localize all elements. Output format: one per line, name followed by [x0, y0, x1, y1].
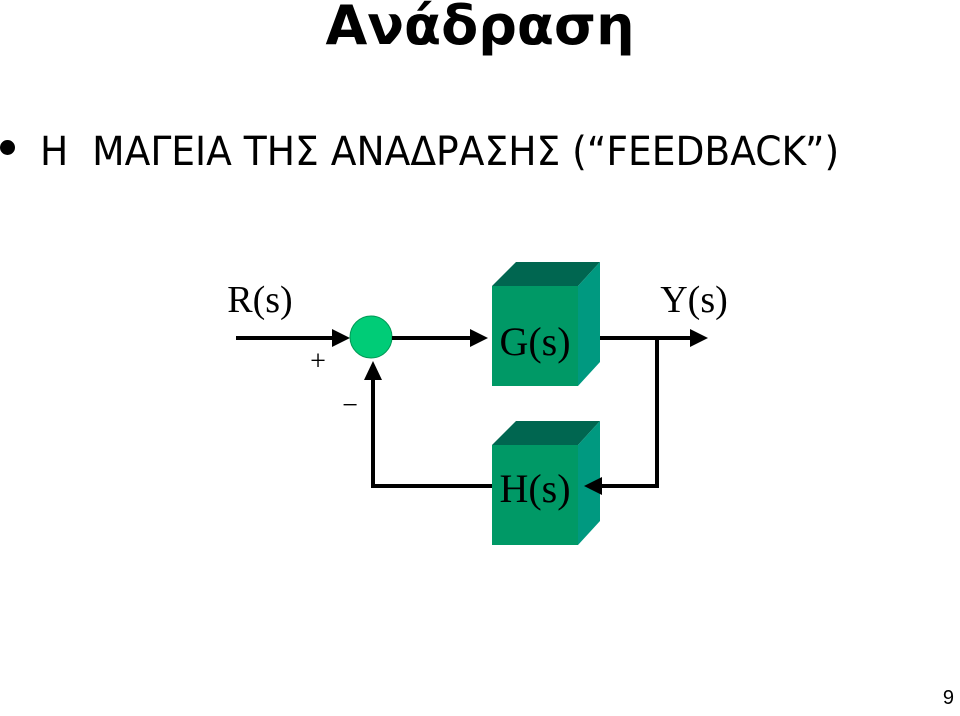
output-arrowhead — [690, 329, 708, 347]
feedback-return-line — [371, 380, 492, 488]
forward-block-label: G(s) — [499, 319, 570, 364]
input-arrowhead — [332, 329, 350, 347]
minus-sign: − — [342, 390, 358, 421]
feedback-return-arrowhead — [364, 361, 382, 380]
feedback-block: H(s) — [492, 421, 600, 545]
forward-block-top — [492, 262, 600, 286]
feedback-block-side — [578, 421, 600, 545]
forward-block: G(s) — [492, 262, 600, 386]
forward-block-front — [492, 286, 578, 386]
forward-block-side — [578, 262, 600, 386]
feedback-block-front — [492, 445, 578, 545]
feedback-block-label: H(s) — [499, 466, 570, 511]
bullet-icon — [0, 140, 15, 155]
slide-title: Ανάδραση — [325, 0, 635, 57]
error-arrowhead — [470, 329, 488, 347]
output-label: Y(s) — [660, 279, 728, 321]
page-number: 9 — [942, 687, 954, 709]
feedback-branch-line — [602, 338, 659, 488]
bullet-item: H ΜΑΓΕΙΑ ΤΗΣ ΑΝΑΔΡΑΣΗΣ (“FEEDBACK”) — [0, 128, 960, 178]
bullet-text: H ΜΑΓΕΙΑ ΤΗΣ ΑΝΑΔΡΑΣΗΣ (“FEEDBACK”) — [40, 129, 840, 175]
feedback-block-top — [492, 421, 600, 445]
plus-sign: + — [310, 346, 326, 377]
feedback-in-arrowhead — [584, 477, 602, 495]
summing-junction — [349, 315, 393, 359]
input-label: R(s) — [227, 279, 292, 321]
